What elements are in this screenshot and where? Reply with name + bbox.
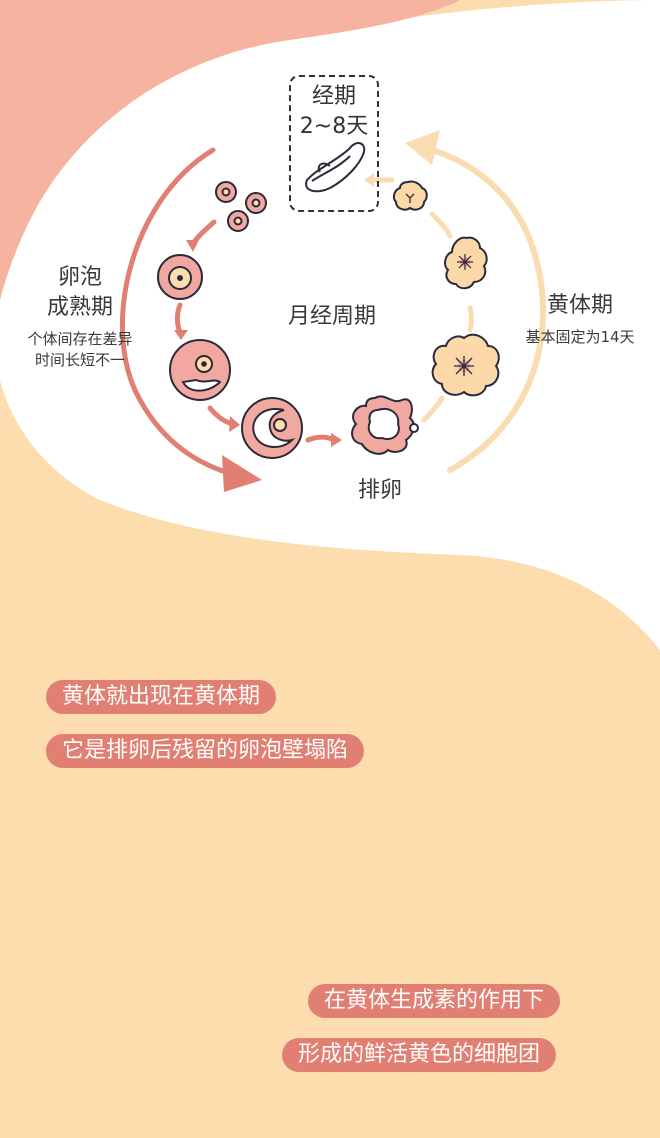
corpus-luteum-large-icon [431,333,500,397]
center-title: 月经周期 [287,304,376,329]
sanitary-pad-icon [305,142,366,193]
ovulation-label: 排卵 [357,478,402,503]
caption-pill: 在黄体生成素的作用下 [308,984,561,1018]
primordial-follicles-icon [215,181,267,232]
follicular-arrowhead [222,455,262,492]
luteal-arrowhead [405,130,440,165]
corpus-albicans-icon [392,180,428,211]
secondary-follicle-icon [169,339,231,401]
menses-duration: 2~8天 [299,114,369,139]
luteal-title: 黄体期 [546,293,613,318]
luteal-note: 基本固定为14天 [525,328,635,346]
follicular-note-line2: 时间长短不一 [34,351,125,369]
caption-pill: 形成的鲜活黄色的细胞团 [282,1038,557,1072]
follicular-title-line2: 成熟期 [46,295,113,320]
pink-blob [0,0,460,300]
corpus-luteum-medium-icon [444,236,488,290]
follicular-phase-arrow [120,147,238,478]
mature-follicle-icon [241,397,303,459]
follicular-note-line1: 个体间存在差异 [27,330,133,348]
luteal-phase-arrow [422,145,546,473]
primary-follicle-icon [157,254,203,300]
follicular-title-line1: 卵泡 [57,265,102,290]
menses-box: 经期 2~8天 [289,75,379,212]
ovulation-icon [351,395,419,455]
caption-pill: 它是排卵后残留的卵泡壁塌陷 [46,734,365,768]
white-blob [0,0,660,650]
menses-title: 经期 [311,84,356,109]
caption-pill: 黄体就出现在黄体期 [46,680,277,714]
